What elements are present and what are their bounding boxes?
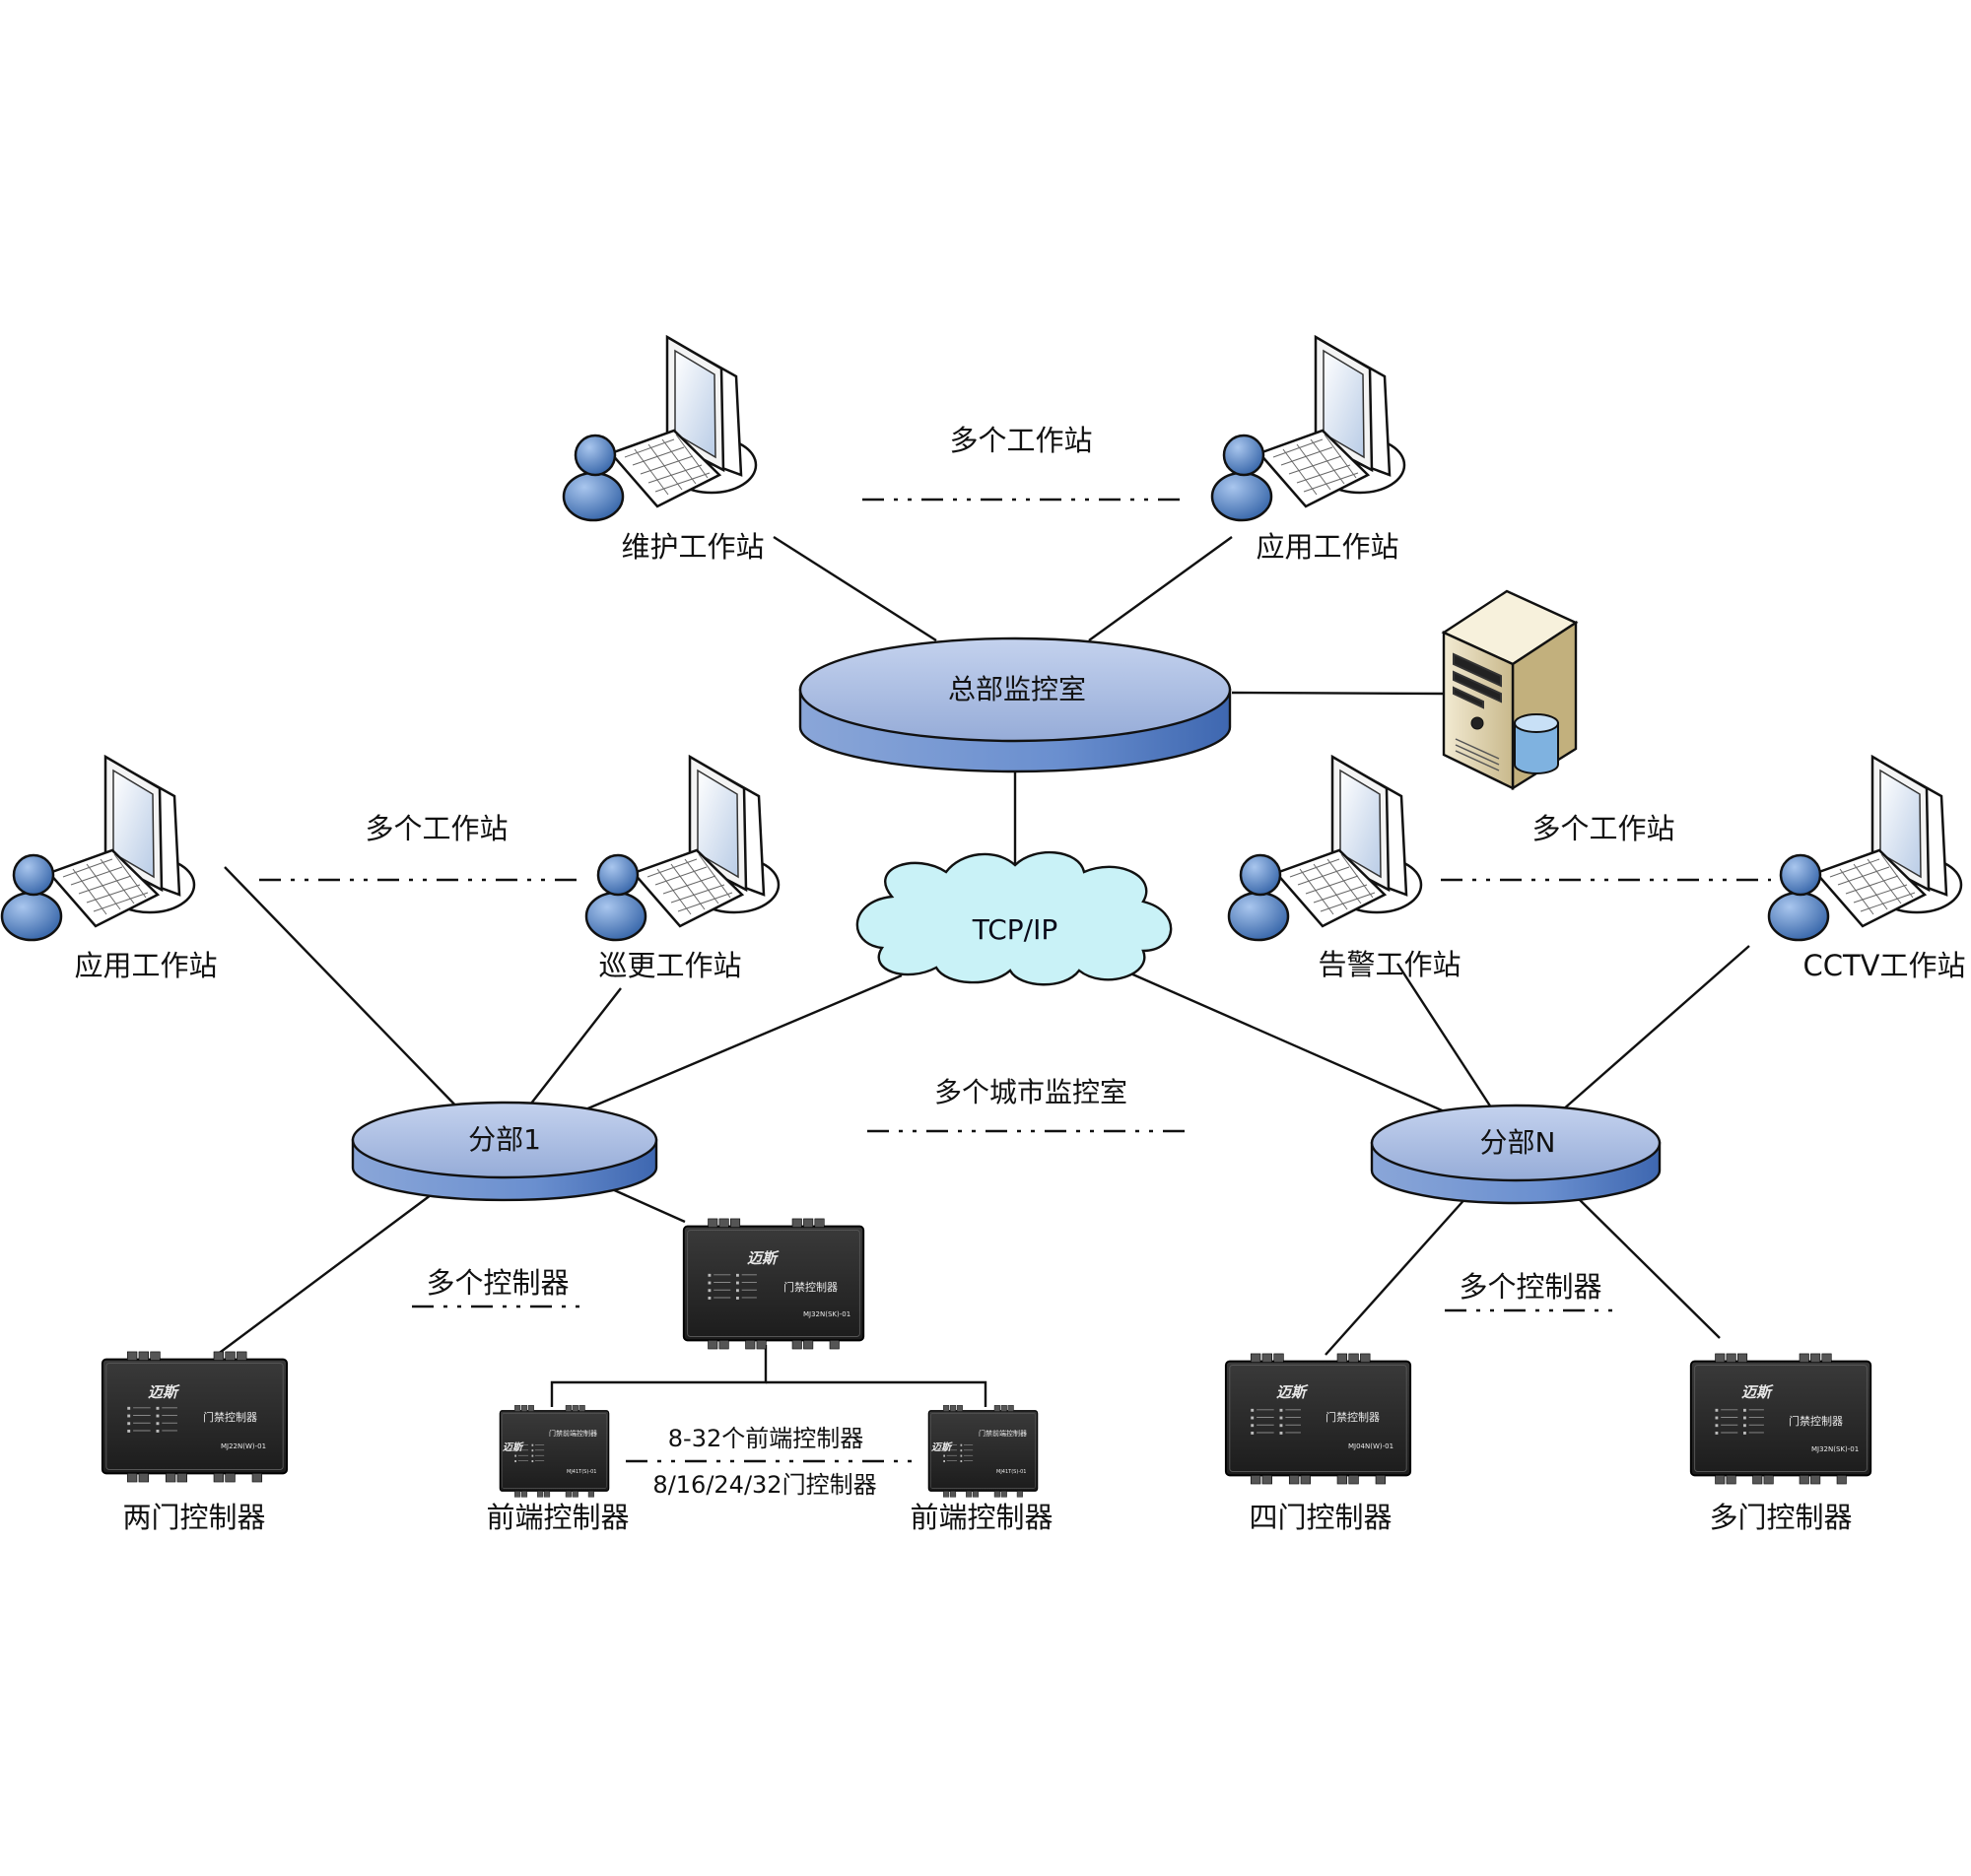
link-hq-application-ws	[1088, 536, 1233, 641]
cctv-workstation-icon[interactable]	[1767, 755, 1963, 942]
server-icon[interactable]	[1441, 589, 1579, 791]
branchN-multi-ctrl-label: 多个控制器	[1459, 1270, 1602, 1304]
device-brand: 迈斯	[747, 1249, 780, 1267]
multi-city-label: 多个城市监控室	[933, 1076, 1128, 1108]
database-icon	[1514, 713, 1559, 774]
device-product: 门禁前端控制器	[549, 1429, 597, 1438]
network-label: TCP/IP	[972, 913, 1058, 946]
four-door-controller-icon[interactable]	[1224, 1352, 1412, 1485]
device-model: MJ32N(SK)-01	[1811, 1445, 1859, 1453]
four-door-ctrl-label: 四门控制器	[1249, 1501, 1393, 1534]
multi-door-ctrl-label: 多门控制器	[1709, 1501, 1853, 1534]
branch1-multi-ctrl-label: 多个控制器	[426, 1266, 570, 1300]
link-branchN-four-door	[1325, 1194, 1469, 1356]
device-brand: 迈斯	[148, 1383, 180, 1401]
device-model: MJ41T(S)-01	[996, 1469, 1026, 1475]
device-model: MJ22N(W)-01	[221, 1442, 266, 1450]
hq-ring[interactable]	[798, 636, 1232, 773]
hq-application-ws-label: 应用工作站	[1256, 530, 1399, 564]
dashed-markers	[259, 498, 1771, 1463]
alarm-workstation-icon[interactable]	[1227, 755, 1423, 942]
device-brand: 迈斯	[1741, 1383, 1774, 1401]
device-brand: 迈斯	[931, 1441, 953, 1453]
frontend-right-label: 前端控制器	[910, 1501, 1053, 1534]
branchN-label: 分部N	[1479, 1126, 1556, 1159]
hq-application-workstation-icon[interactable]	[1210, 335, 1406, 522]
device-product: 门禁控制器	[783, 1280, 838, 1294]
link-hq-server	[1231, 691, 1445, 696]
maintenance-ws-label: 维护工作站	[621, 530, 765, 564]
device-face-texts: 迈斯 门禁控制器 MJ32N(SK)-01 迈斯 门禁控制器 MJ22N(W)-…	[148, 1249, 1859, 1475]
branchN-multi-ws-label: 多个工作站	[1531, 812, 1675, 845]
link-branch1-patrol-ws	[526, 987, 622, 1109]
multi-door-controller-icon[interactable]	[1689, 1352, 1872, 1485]
link-frontend-bus	[550, 1345, 768, 1407]
device-brand: 迈斯	[1276, 1383, 1309, 1401]
frontend-range-label: 8-32个前端控制器	[667, 1425, 864, 1452]
patrol-ws-label: 巡更工作站	[598, 949, 742, 982]
link-branch1-app-ws	[224, 866, 464, 1114]
two-door-controller-icon[interactable]	[101, 1350, 289, 1483]
link-branch1-two-door	[216, 1188, 440, 1356]
tcpip-cloud[interactable]	[855, 851, 1173, 986]
link-branchN-cctv-ws	[1561, 945, 1750, 1111]
branch-n-ring[interactable]	[1370, 1104, 1662, 1205]
link-branchN-alarm-ws	[1395, 963, 1495, 1111]
hq-multi-ws-label: 多个工作站	[949, 424, 1093, 457]
link-tcpip-branchN	[1127, 971, 1450, 1115]
device-product: 门禁控制器	[203, 1410, 257, 1424]
link-branchN-multi-door	[1571, 1191, 1721, 1339]
device-brand: 迈斯	[503, 1441, 524, 1453]
two-door-ctrl-label: 两门控制器	[122, 1501, 266, 1534]
device-model: MJ41T(S)-01	[567, 1469, 596, 1475]
cctv-ws-label: CCTV工作站	[1802, 949, 1966, 982]
device-product: 门禁控制器	[1789, 1414, 1843, 1428]
link-hq-maintenance-ws	[773, 535, 937, 642]
device-product: 门禁前端控制器	[979, 1429, 1027, 1438]
maintenance-workstation-icon[interactable]	[562, 335, 758, 522]
alarm-ws-label: 告警工作站	[1318, 948, 1461, 981]
link-tcpip-branch1	[571, 973, 903, 1117]
link-frontend-bus-right	[766, 1380, 987, 1407]
frontend-doors-label: 8/16/24/32门控制器	[652, 1471, 877, 1499]
device-model: MJ32N(SK)-01	[803, 1310, 850, 1318]
branch1-app-ws-label: 应用工作站	[74, 949, 218, 982]
frontend-left-label: 前端控制器	[486, 1501, 630, 1534]
hq-label: 总部监控室	[947, 673, 1087, 705]
branch-1-ring[interactable]	[351, 1101, 658, 1202]
device-product: 门禁控制器	[1325, 1410, 1380, 1424]
patrol-workstation-icon[interactable]	[584, 755, 781, 942]
branch1-application-workstation-icon[interactable]	[0, 755, 196, 942]
branch1-label: 分部1	[468, 1123, 541, 1156]
device-model: MJ04N(W)-01	[1348, 1442, 1393, 1450]
branch1-multi-ws-label: 多个工作站	[365, 812, 509, 845]
